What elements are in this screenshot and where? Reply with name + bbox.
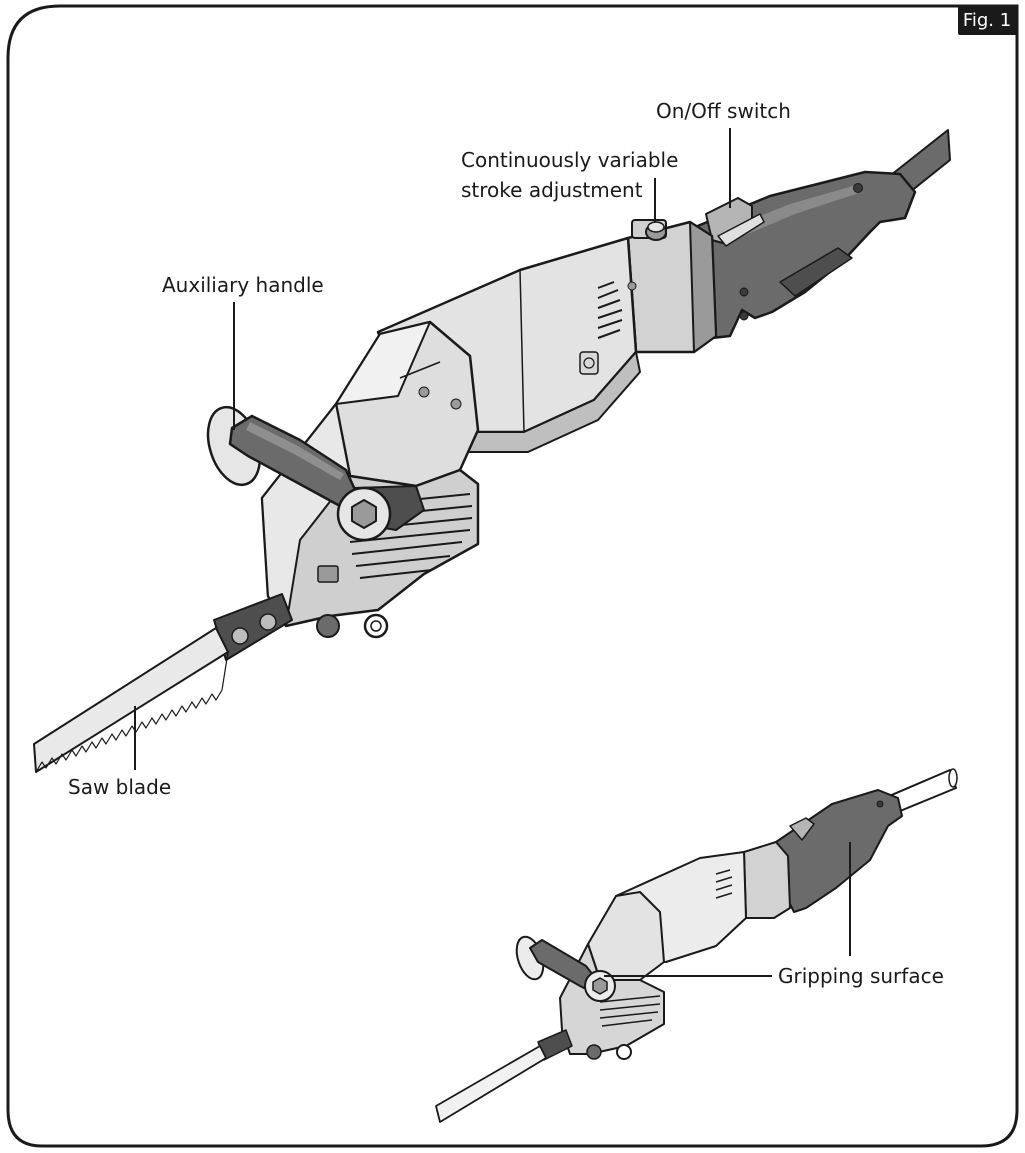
small-handle-screw	[876, 800, 884, 808]
small-gearbox	[587, 891, 665, 981]
figure-number-badge: Fig. 1	[958, 6, 1016, 35]
brand-emblem-mark	[583, 357, 595, 369]
support-roller-1	[316, 614, 340, 638]
handle-screw-3	[739, 311, 749, 321]
large-saw	[33, 129, 951, 773]
clamp-nut	[317, 565, 339, 583]
gearbox-screw-2	[450, 398, 462, 410]
label-gripping-surface: Gripping surface	[778, 964, 944, 988]
switch-slot	[717, 213, 765, 247]
handle-highlight	[720, 184, 862, 244]
handle-screw-1	[853, 183, 863, 193]
small-collar	[743, 841, 791, 919]
small-saw-blade	[435, 1045, 547, 1123]
handle-screw-2	[739, 287, 749, 297]
blade-holder-bolt-1	[231, 627, 249, 645]
saw-blade	[33, 627, 229, 773]
label-saw-blade: Saw blade	[68, 775, 172, 799]
small-rear-handle	[775, 789, 903, 913]
small-roller-2	[616, 1044, 632, 1060]
small-aux-bolt	[592, 977, 608, 995]
housing-seam	[519, 269, 525, 433]
handle-opening	[779, 247, 853, 297]
blade-holder-bolt-2	[259, 613, 277, 631]
small-head-fins	[599, 995, 661, 1027]
stroke-knob-top	[647, 221, 665, 233]
collar-band	[689, 221, 717, 353]
label-stroke-adjustment-line1: Continuously variable	[461, 148, 679, 172]
gearbox-rib	[399, 361, 441, 379]
saw-blade-teeth	[35, 651, 229, 773]
label-stroke-adjustment-line2: stroke adjustment	[461, 178, 643, 202]
small-saw	[435, 768, 958, 1123]
label-on-off-switch: On/Off switch	[656, 99, 791, 123]
small-roller-1	[586, 1044, 602, 1060]
aux-handle-grip-shine	[246, 422, 344, 480]
figure-frame	[6, 4, 1019, 1148]
small-cord-end	[948, 768, 958, 788]
leader-lines	[134, 128, 851, 977]
rear-handle	[686, 170, 917, 340]
gearbox-screw-1	[418, 386, 430, 398]
motor-vents	[597, 281, 623, 339]
aux-handle-bolt	[351, 499, 377, 529]
gearbox-top	[335, 321, 431, 405]
housing-screw	[627, 281, 637, 291]
small-switch	[789, 817, 815, 841]
support-roller-2-hole	[370, 620, 382, 632]
label-auxiliary-handle: Auxiliary handle	[162, 273, 324, 297]
brand-emblem	[579, 351, 599, 375]
small-motor-vents	[715, 869, 733, 899]
